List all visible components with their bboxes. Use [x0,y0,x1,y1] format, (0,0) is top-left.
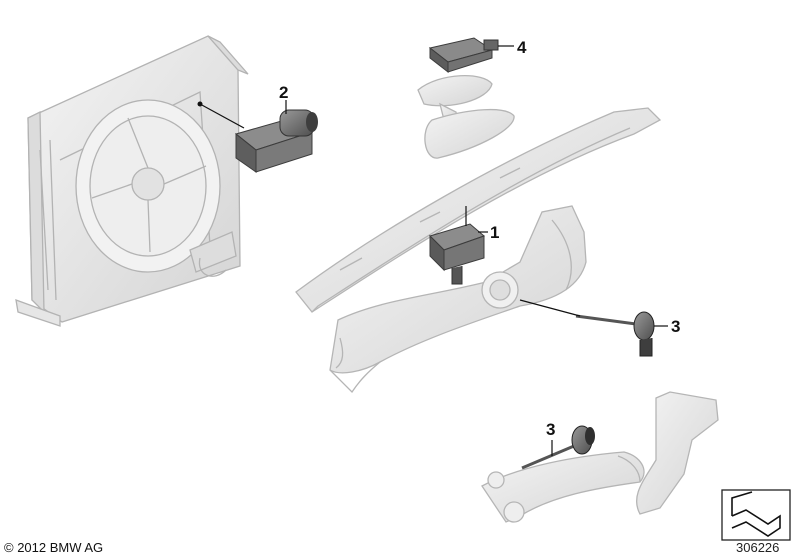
callout-3-lower: 3 [546,420,555,439]
callout-3-upper: 3 [671,317,680,336]
part-1-control-unit [429,223,485,285]
callout-1: 1 [490,223,499,242]
figure-number: 306226 [736,540,780,555]
part-3-upper-sensor [575,311,655,357]
part-2-sensor [234,109,318,173]
part-3-lower-sensor [521,425,595,470]
leader-3a-duct [519,299,581,317]
air-duct-upper [329,205,587,394]
radiator-fan-assembly [15,35,249,327]
part-4-rain-sensor [428,37,499,74]
cross-member [295,107,662,313]
copyright-notice: © 2012 BMW AG [4,540,104,555]
callout-4: 4 [517,38,527,57]
leader-2a [199,103,245,129]
view-orientation-icon [721,489,791,541]
rear-view-mirror [417,75,515,159]
callout-2: 2 [279,83,288,102]
air-duct-lower [481,391,719,523]
